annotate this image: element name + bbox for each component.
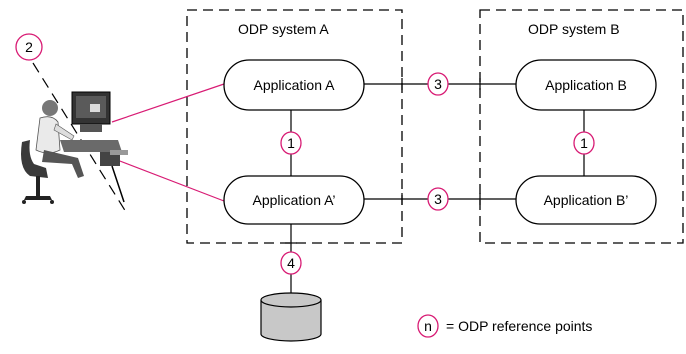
svg-text:3: 3 bbox=[434, 76, 442, 92]
application-a-prime: Application A’ bbox=[223, 175, 365, 225]
svg-text:1: 1 bbox=[580, 135, 588, 151]
system-b-label: ODP system B bbox=[528, 21, 620, 37]
reference-point-3-top: 3 bbox=[427, 72, 449, 96]
application-b-prime-label: Application B’ bbox=[544, 192, 629, 208]
system-a-label: ODP system A bbox=[238, 21, 329, 37]
reference-point-3-bottom: 3 bbox=[427, 187, 449, 211]
system-b-boundary bbox=[479, 9, 684, 244]
user-at-workstation-icon bbox=[21, 91, 128, 204]
application-a-label: Application A bbox=[254, 77, 336, 93]
application-b: Application B bbox=[515, 59, 657, 111]
application-a: Application A bbox=[223, 59, 365, 111]
database-icon bbox=[260, 292, 322, 342]
application-a-prime-label: Application A’ bbox=[252, 192, 335, 208]
legend: n = ODP reference points bbox=[417, 314, 592, 338]
reference-point-1-b: 1 bbox=[573, 131, 595, 155]
user-boundary-line bbox=[32, 62, 127, 213]
reference-point-2: 2 bbox=[15, 33, 43, 61]
application-b-label: Application B bbox=[545, 77, 627, 93]
reference-point-1-a: 1 bbox=[280, 131, 302, 155]
svg-text:3: 3 bbox=[434, 191, 442, 207]
svg-text:1: 1 bbox=[287, 135, 295, 151]
svg-text:4: 4 bbox=[287, 255, 295, 271]
svg-text:2: 2 bbox=[25, 39, 33, 55]
user-link-a-prime bbox=[111, 157, 225, 202]
application-b-prime: Application B’ bbox=[515, 175, 657, 225]
legend-text: = ODP reference points bbox=[446, 318, 592, 334]
reference-point-4: 4 bbox=[280, 251, 302, 275]
user-link-a bbox=[111, 83, 225, 123]
legend-symbol: n bbox=[424, 318, 432, 334]
